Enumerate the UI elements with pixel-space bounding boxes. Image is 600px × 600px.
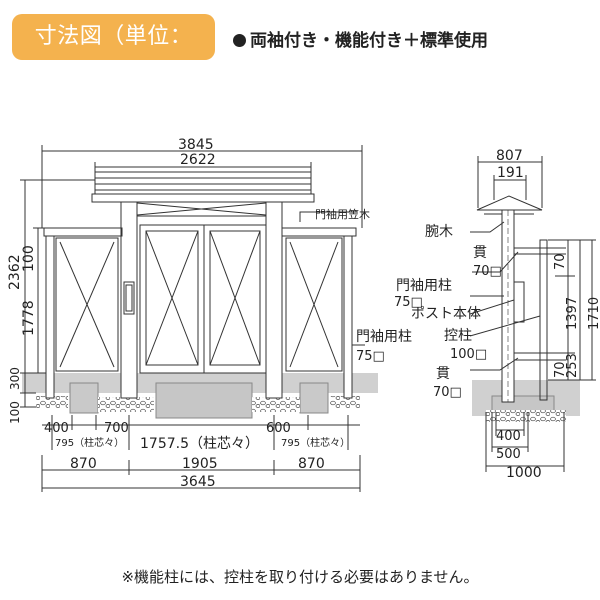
dim-side-400: 400	[496, 429, 521, 444]
unit-badge-text: 寸法図（単位：mm）	[34, 24, 193, 95]
front-view	[20, 145, 378, 492]
dim-870-left: 870	[70, 456, 97, 472]
gravel-4	[330, 396, 360, 408]
dim-2622: 2622	[180, 152, 216, 168]
pitch-right: 795（柱芯々）	[281, 436, 350, 449]
unit-badge: 寸法図（単位：mm）	[12, 14, 215, 95]
dim-600: 600	[266, 421, 291, 436]
door-right	[203, 224, 267, 374]
label-nuki-top: 貫	[473, 245, 487, 261]
dim-400: 400	[44, 421, 69, 436]
side-post-body	[513, 281, 525, 323]
dim-300: 300	[8, 367, 22, 390]
pitch-left: 795（柱芯々）	[55, 436, 124, 449]
dim-100-bottom: 100	[8, 401, 22, 424]
dim-1905: 1905	[182, 456, 218, 472]
dim-807: 807	[496, 148, 523, 164]
label-side-sode-pillar: 門袖用柱	[396, 278, 452, 294]
spec-subtitle-text: 両袖付き・機能付き＋標準使用	[250, 31, 488, 51]
label-nuki-bottom-size: 70□	[433, 385, 462, 400]
label-nuki-top-size: 70□	[473, 264, 502, 279]
label-udegi: 腕木	[425, 224, 453, 240]
dim-3645: 3645	[180, 474, 216, 490]
spec-subtitle: 両袖付き・機能付き＋標準使用	[233, 26, 488, 51]
side-view	[469, 156, 596, 472]
wing-cap-left	[43, 227, 123, 237]
dim-1710: 1710	[587, 297, 600, 330]
label-post-body: ポスト本体	[411, 306, 481, 322]
post-slot	[123, 281, 135, 315]
side-view-labels: 807 191 腕木 貫 70□ 門袖用柱 75□ ポスト本体 控柱 100□ …	[394, 148, 600, 481]
dim-70-top: 70	[553, 253, 568, 270]
dim-253: 253	[565, 353, 580, 378]
gravel-1	[36, 396, 68, 408]
label-side-sode-pillar-size: 75□	[394, 295, 423, 310]
label-nuki-bottom: 貫	[436, 366, 450, 382]
wing-panel-right	[285, 237, 343, 372]
dim-2362: 2362	[7, 254, 23, 290]
label-support-pillar: 控柱	[444, 328, 472, 344]
dim-1757: 1757.5（柱芯々）	[140, 436, 259, 452]
wing-panel-left	[55, 237, 119, 372]
wing-pillar-right	[343, 235, 353, 399]
dim-1397: 1397	[565, 297, 580, 330]
dim-100: 100	[21, 245, 37, 272]
dim-3845: 3845	[178, 137, 214, 153]
wing-pillar-left	[45, 235, 55, 399]
footing-right	[299, 382, 329, 414]
label-kasagi: 門袖用笠木	[315, 207, 370, 221]
dim-1778: 1778	[21, 300, 37, 336]
gravel-3	[252, 397, 300, 412]
dim-side-1000: 1000	[506, 465, 542, 481]
concrete-slab	[155, 382, 253, 419]
dim-191: 191	[497, 165, 524, 181]
roof-eave	[91, 193, 315, 203]
footnote: ※機能柱には、控柱を取り付ける必要はありません。	[121, 568, 479, 586]
dim-side-500: 500	[496, 447, 521, 462]
dim-870-right: 870	[298, 456, 325, 472]
side-gravel	[486, 410, 566, 422]
gravel-2	[98, 397, 154, 412]
label-sode-pillar-size: 75□	[356, 349, 385, 364]
label-sode-pillar: 門袖用柱	[356, 329, 412, 345]
bullet-icon	[233, 34, 246, 47]
footing-left	[69, 382, 99, 414]
label-support-pillar-size: 100□	[450, 347, 487, 362]
front-view-labels: 3845 2622 門袖用笠木 2362 100 1778 300 100 門袖…	[7, 137, 412, 490]
main-pillar-right	[265, 201, 283, 399]
dim-700: 700	[104, 421, 129, 436]
dim-70-bottom: 70	[553, 361, 568, 378]
side-roof	[476, 195, 543, 211]
side-support-pillar	[539, 239, 548, 401]
wing-cap-right	[281, 227, 357, 237]
